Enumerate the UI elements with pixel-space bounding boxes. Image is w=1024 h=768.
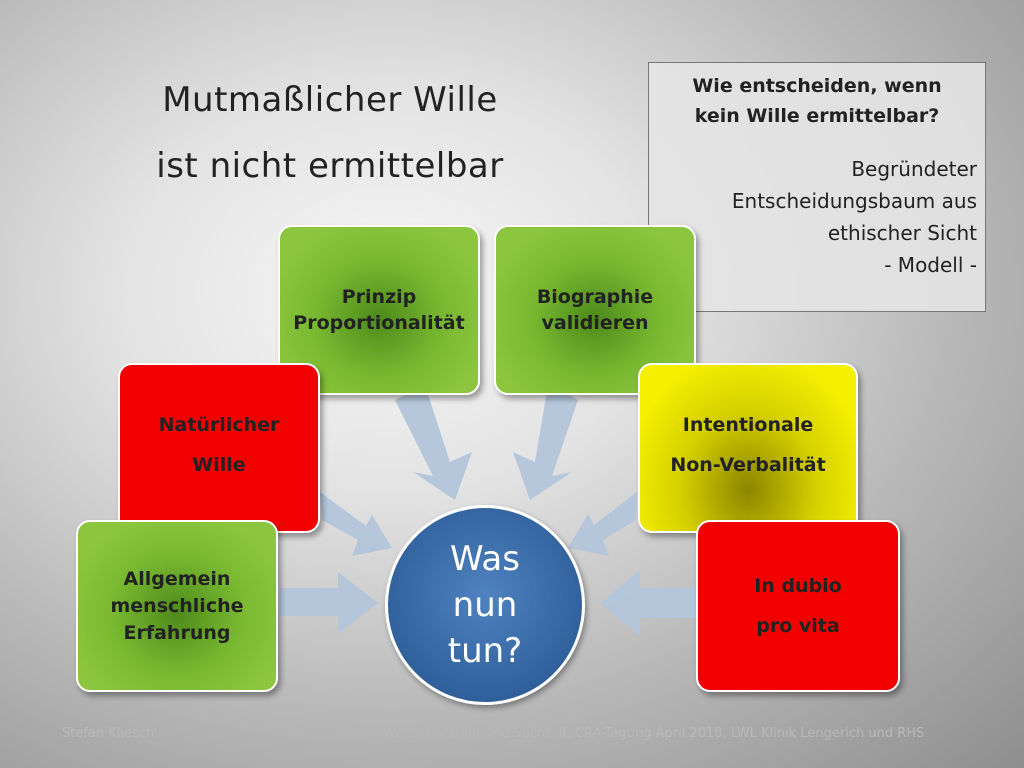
node-label: Non-Verbalität	[670, 454, 826, 476]
info-answer: Begründeter Entscheidungsbaum aus ethisc…	[657, 153, 977, 281]
footer-event: Wertschätzung und Sucht, 8. CRA-Tagung A…	[383, 726, 925, 741]
info-question-line: kein Wille ermittelbar?	[694, 105, 940, 127]
center-label: Was	[449, 539, 520, 579]
node-label: pro vita	[756, 615, 840, 637]
center-label: nun	[452, 585, 518, 625]
arrow-dubio	[600, 570, 696, 636]
node-label: Erfahrung	[123, 621, 231, 644]
node-label: validieren	[541, 312, 649, 334]
node-label: In dubio	[754, 575, 842, 597]
node-label: Wille	[192, 454, 246, 476]
info-answer-line: - Modell -	[884, 253, 977, 277]
node-label: Intentionale	[682, 414, 814, 436]
info-answer-line: Entscheidungsbaum aus	[731, 189, 977, 213]
center-circle: Was nun tun?	[385, 505, 585, 705]
arrow-intentional	[568, 492, 637, 556]
node-label: Biographie	[536, 286, 654, 308]
node-label: menschliche	[110, 594, 244, 617]
node-in-dubio-pro-vita: In dubio pro vita	[696, 520, 900, 692]
arrow-biographie	[513, 385, 578, 500]
node-intentionale-non-verbalitaet: Intentionale Non-Verbalität	[638, 363, 858, 533]
info-answer-line: ethischer Sicht	[827, 221, 977, 245]
node-label: Natürlicher	[158, 414, 280, 436]
arrow-prinzip	[395, 385, 472, 500]
title-line-1: Mutmaßlicher Wille	[162, 80, 498, 120]
info-box: Wie entscheiden, wenn kein Wille ermitte…	[648, 62, 986, 312]
info-answer-line: Begründeter	[851, 157, 977, 181]
node-natuerlicher-wille: Natürlicher Wille	[118, 363, 320, 533]
arrow-allgemein	[280, 572, 378, 634]
arrow-natuerlich	[320, 492, 392, 556]
node-label: Proportionalität	[293, 312, 465, 334]
info-question: Wie entscheiden, wenn kein Wille ermitte…	[657, 71, 977, 131]
node-allgemein-menschliche-erfahrung: Allgemein menschliche Erfahrung	[76, 520, 278, 692]
title-line-2: ist nicht ermittelbar	[156, 146, 504, 186]
node-label: Prinzip	[341, 286, 417, 308]
info-question-line: Wie entscheiden, wenn	[692, 75, 942, 97]
node-label: Allgemein	[123, 567, 231, 590]
center-label: tun?	[447, 631, 523, 671]
footer-author: Stefan Kliesch	[62, 726, 155, 741]
